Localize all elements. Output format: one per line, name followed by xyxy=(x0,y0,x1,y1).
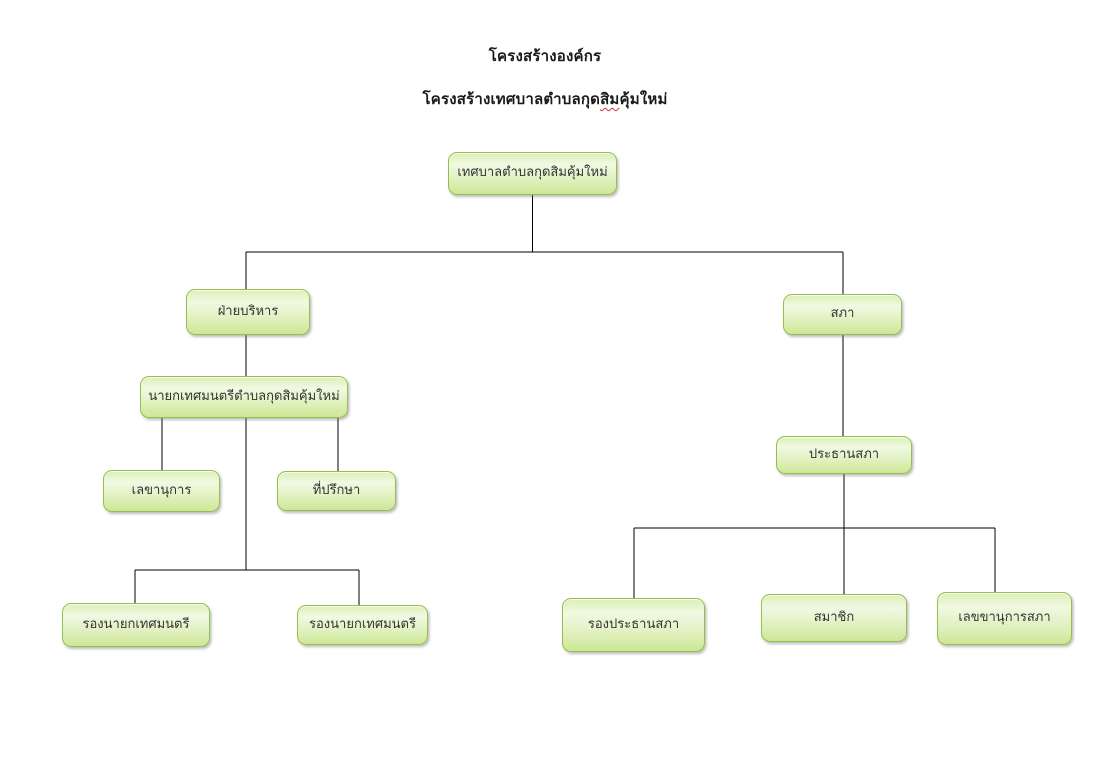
org-node-label: รองนายกเทศมนตรี xyxy=(82,616,190,632)
org-node-advisor: ที่ปรึกษา xyxy=(277,471,396,511)
org-node-council-chairman: ประธานสภา xyxy=(776,436,912,474)
org-node-administration: ฝ่ายบริหาร xyxy=(186,289,310,335)
org-node-council-member: สมาชิก xyxy=(761,594,907,642)
org-node-label: นายกเทศมนตรีตำบลกุดสิมคุ้มใหม่ xyxy=(148,388,340,404)
org-node-council-secretary: เลขขานุการสภา xyxy=(937,592,1072,645)
org-node-mayor: นายกเทศมนตรีตำบลกุดสิมคุ้มใหม่ xyxy=(140,376,348,418)
org-node-municipality: เทศบาลตำบลกุดสิมคุ้มใหม่ xyxy=(448,152,617,195)
org-node-label: สมาชิก xyxy=(813,609,855,625)
org-node-label: เทศบาลตำบลกุดสิมคุ้มใหม่ xyxy=(457,165,608,181)
org-node-secretary: เลขานุการ xyxy=(103,470,220,512)
org-node-label: เลขขานุการสภา xyxy=(958,610,1051,626)
org-node-deputy-mayor-2: รองนายกเทศมนตรี xyxy=(297,605,428,645)
org-node-deputy-mayor-1: รองนายกเทศมนตรี xyxy=(62,603,210,647)
org-node-label: เลขานุการ xyxy=(131,482,192,498)
chart-title: โครงสร้างองค์กร xyxy=(488,47,602,65)
chart-subtitle-text: โครงสร้างเทศบาลตำบลกุด xyxy=(422,90,601,108)
org-node-council-vice-chairman: รองประธานสภา xyxy=(562,598,705,652)
chart-subtitle-text: คุ้มใหม่ xyxy=(619,90,668,108)
spellcheck-underline: สิม xyxy=(600,90,620,108)
org-node-label: รองนายกเทศมนตรี xyxy=(309,616,416,632)
org-node-label: ที่ปรึกษา xyxy=(312,482,361,498)
org-node-council: สภา xyxy=(783,294,902,335)
org-node-label: รองประธานสภา xyxy=(587,616,680,632)
chart-subtitle: โครงสร้างเทศบาลตำบลกุดสิมคุ้มใหม่ xyxy=(0,87,1090,111)
org-node-label: ฝ่ายบริหาร xyxy=(217,303,279,319)
org-node-label: ประธานสภา xyxy=(808,446,880,462)
org-node-label: สภา xyxy=(830,306,855,322)
